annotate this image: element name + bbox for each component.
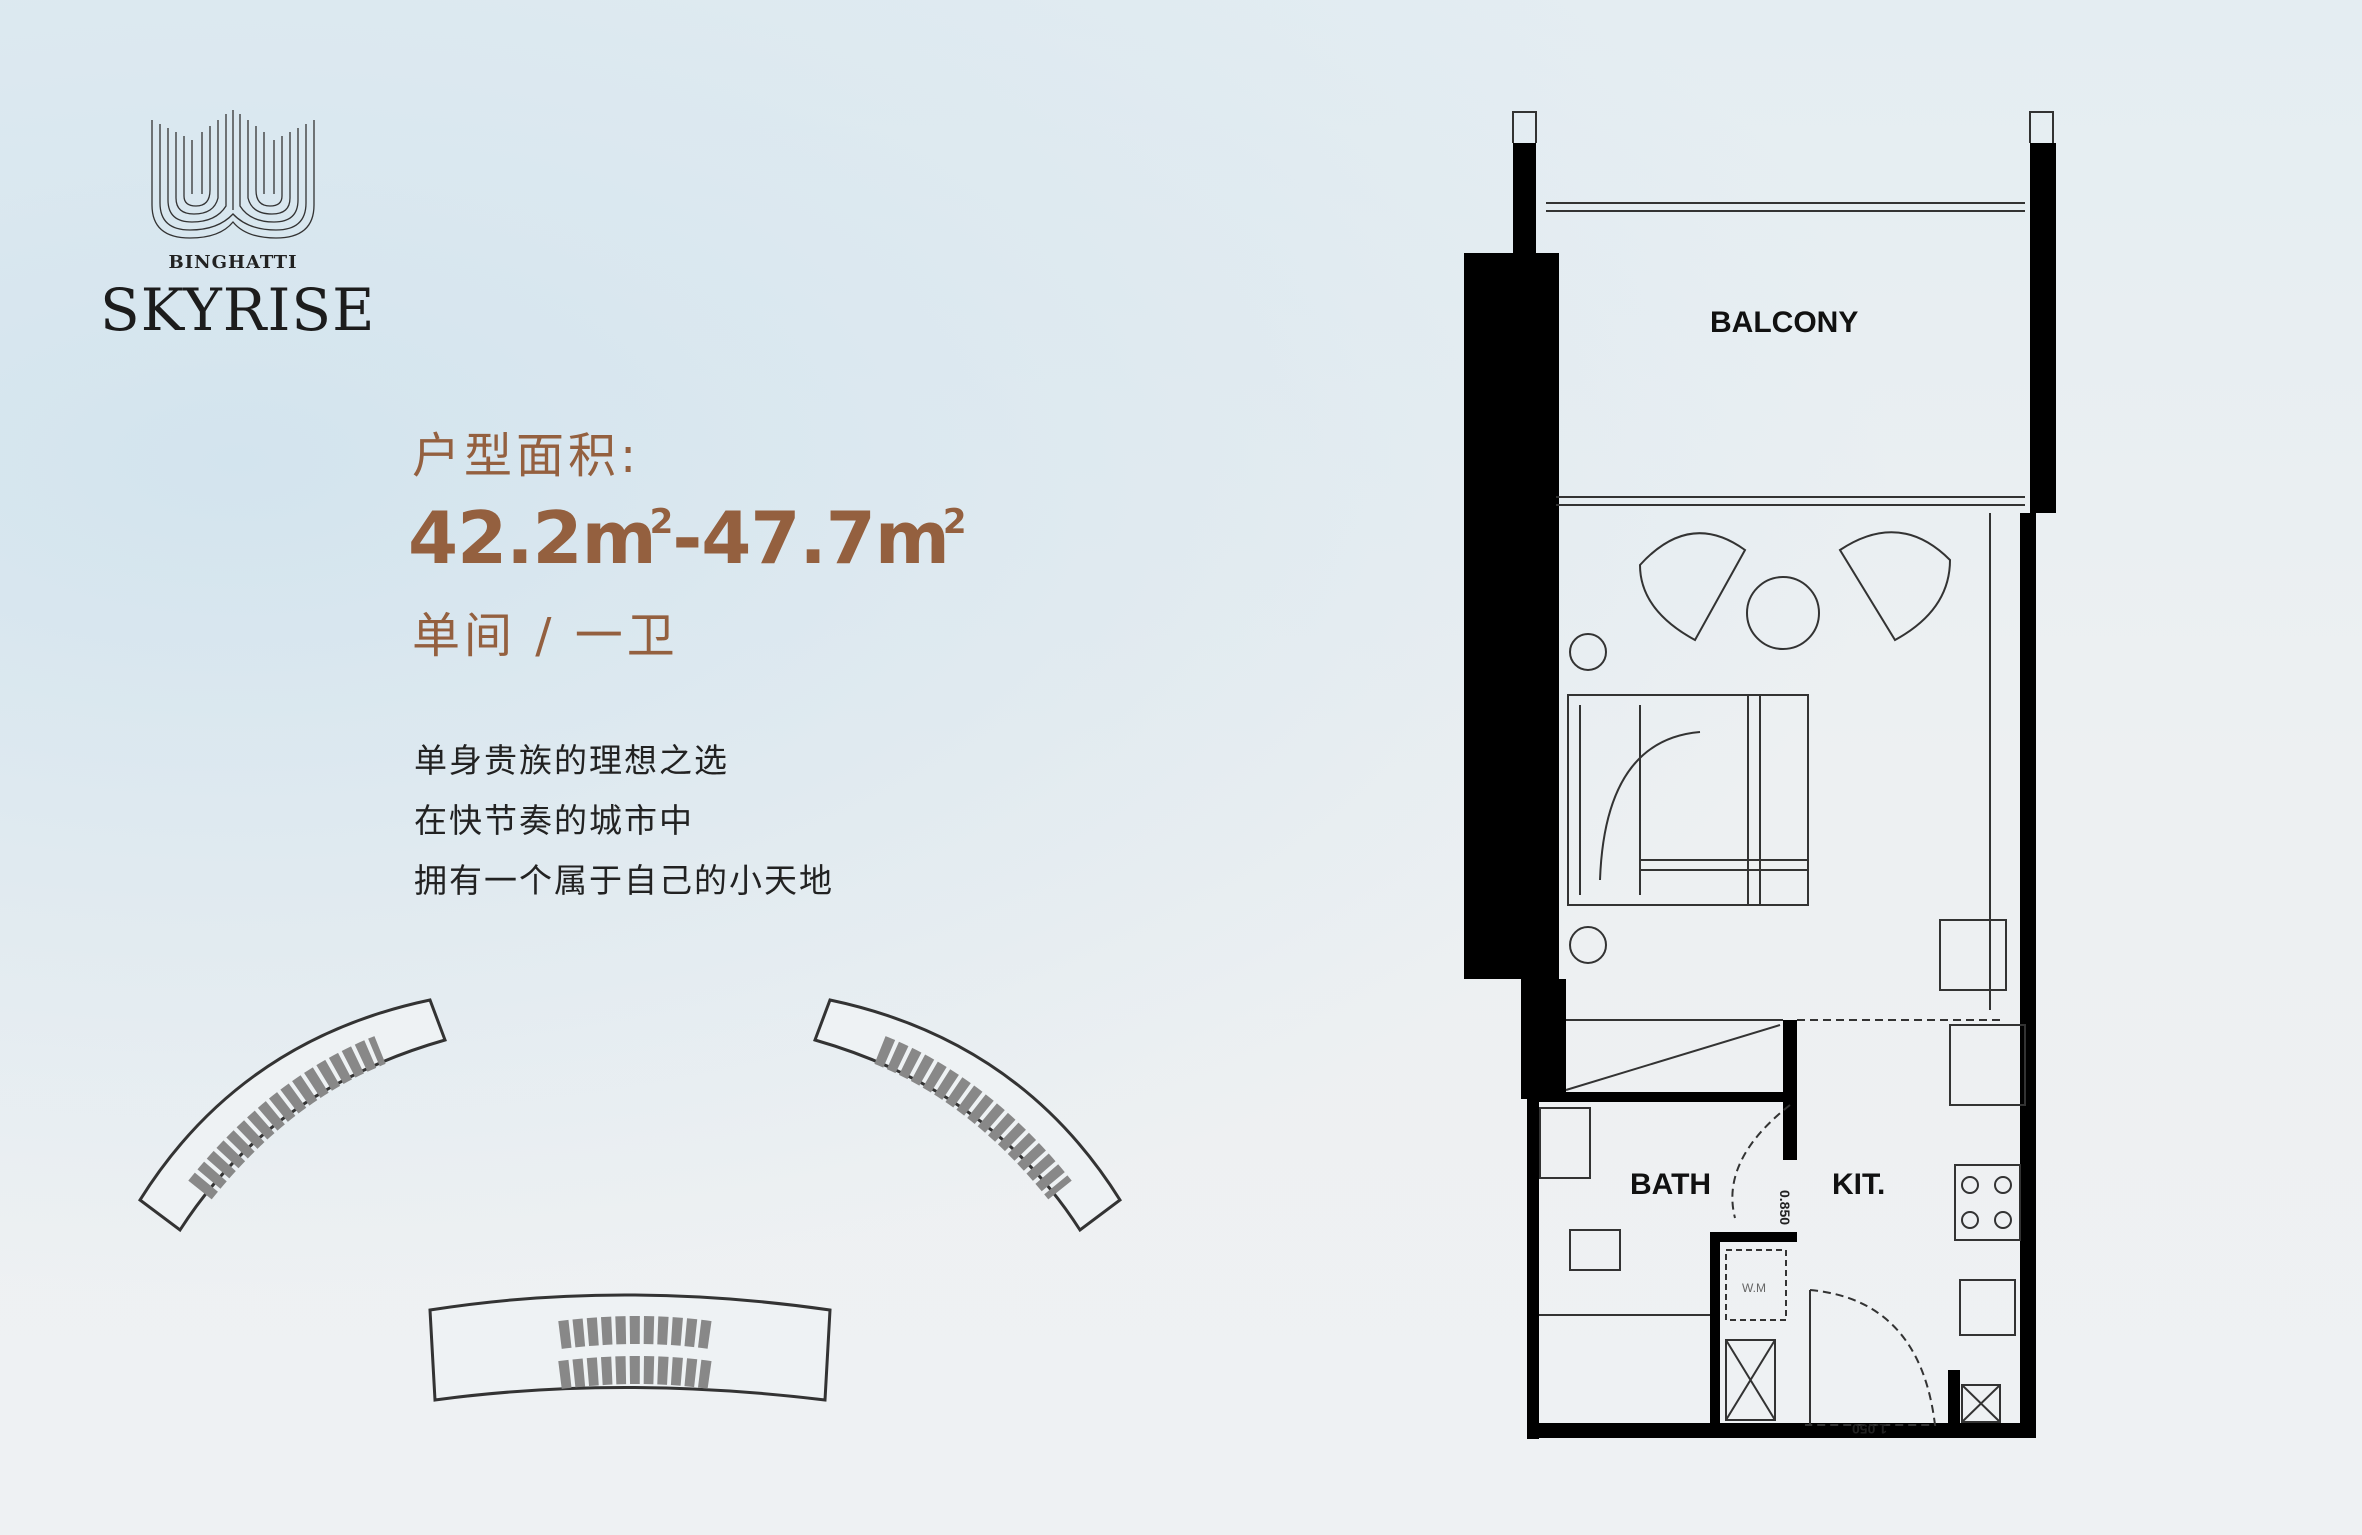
- building-wing-left-core: [188, 1036, 386, 1200]
- brand-name-small: BINGHATTI: [168, 252, 298, 273]
- area-unit-sup: 2: [649, 502, 674, 542]
- area-unit-sup: 2: [942, 502, 967, 542]
- bed: [1567, 694, 1809, 906]
- area-value: 42.2m2-47.7m2: [408, 496, 967, 580]
- armchair-right: [1838, 531, 1952, 642]
- sink: [1539, 1107, 1591, 1179]
- hob: [1954, 1164, 2021, 1241]
- wardrobe: [1565, 513, 1991, 1091]
- door-width-entry: 1.050: [1852, 1421, 1887, 1437]
- door-swing-entry: [1805, 1289, 1937, 1426]
- room-label-balcony: BALCONY: [1710, 306, 1858, 339]
- wall-bath-right: [1783, 1020, 1797, 1160]
- room-label-kitchen: KIT.: [1832, 1168, 1885, 1201]
- building-wing-bottom-core: [558, 1316, 712, 1389]
- balcony-edge: [1556, 496, 2025, 506]
- wall-left-lower: [1521, 979, 1566, 1099]
- armchair-left: [1638, 532, 1747, 642]
- area-label: 户型面积:: [412, 428, 641, 484]
- door-width-bath: 0.850: [1777, 1190, 1793, 1225]
- coffee-table: [1746, 576, 1820, 650]
- building-wing-right: [813, 998, 1123, 1233]
- kitchen-sink: [1959, 1279, 2016, 1336]
- wall-bottom: [1527, 1423, 2036, 1438]
- desk: [1939, 919, 2007, 991]
- door-swing-bath: [1731, 1019, 2000, 1219]
- wm-box: [1725, 1249, 1787, 1321]
- wall-wm: [1710, 1232, 1797, 1242]
- room-label-bath: BATH: [1630, 1168, 1711, 1201]
- fridge: [1949, 1024, 2026, 1106]
- description-line: 拥有一个属于自己的小天地: [414, 861, 834, 900]
- wall-wm-left: [1710, 1232, 1720, 1432]
- brand-name-large: SKYRISE: [100, 276, 376, 344]
- wall-right-upper: [2030, 143, 2056, 513]
- wall-left-bottom: [1527, 1099, 1539, 1439]
- wm-label: W.M: [1742, 1281, 1766, 1295]
- brand-logo-icon: [151, 110, 315, 239]
- shaft: [1725, 1339, 1776, 1421]
- building-key-plan: [137, 998, 1123, 1402]
- area-min: 42.2m: [408, 496, 657, 580]
- wall-bath-top: [1527, 1092, 1797, 1102]
- wall-left-thick: [1464, 253, 1559, 979]
- wall-left: [1513, 143, 1536, 253]
- building-wing-right-core: [874, 1036, 1072, 1200]
- description-line: 单身贵族的理想之选: [414, 741, 729, 780]
- floor-plan: BALCONY BATH KIT. W.M 0.850 1.050: [1464, 111, 2056, 1439]
- balcony-rail: [1546, 202, 2025, 212]
- building-wing-bottom: [428, 1293, 832, 1402]
- description-line: 在快节奏的城市中: [414, 801, 694, 840]
- wall-right: [2020, 513, 2036, 1438]
- area-max: 47.7m: [701, 496, 950, 580]
- wall-kit-right: [1948, 1370, 1960, 1430]
- nightstand: [1569, 633, 1607, 671]
- washbasin: [1569, 1229, 1621, 1271]
- layout-type: 单间 / 一卫: [412, 608, 679, 664]
